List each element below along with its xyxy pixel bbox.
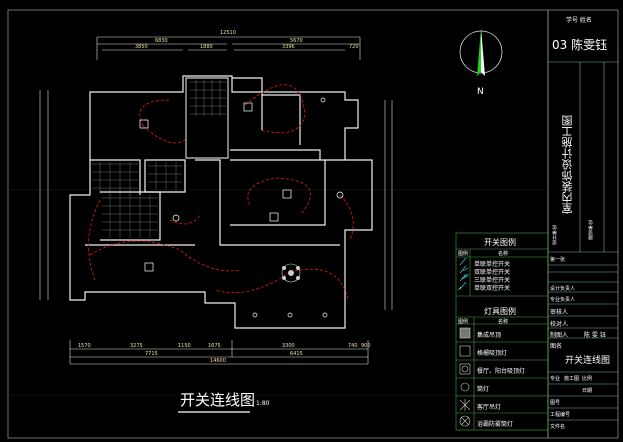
dim-bottom-seg: 1675	[208, 343, 221, 349]
date-label: 日期	[582, 388, 593, 394]
dim-top-left: 6830	[155, 38, 168, 44]
legend-header: 图例	[458, 319, 469, 325]
drawing-frame	[7, 9, 619, 439]
living-room-chandelier-icon	[281, 263, 301, 283]
dim-bottom-seg: 1150	[178, 343, 191, 349]
legend-header: 名称	[498, 251, 509, 257]
sheet-label: 第一张	[550, 257, 566, 263]
dim-bottom-seg: 740	[348, 343, 358, 349]
ceiling-tiles	[92, 80, 226, 238]
design-lead-label: 设计负责人	[550, 286, 576, 292]
legend-table-grid	[455, 232, 549, 431]
project-number-label: 工程编号	[550, 412, 571, 418]
light-legend-title: 灯具图例	[484, 307, 516, 316]
switch-legend-item: 单联双控开关	[474, 285, 511, 292]
drawer-label: 制图人	[550, 332, 569, 339]
project-title: 室内装饰设计施工图	[561, 115, 574, 214]
dim-bottom-seg: 1570	[78, 343, 91, 349]
drawing-name: 开关连线图	[565, 356, 611, 366]
light-legend-item: 筒灯	[477, 386, 490, 393]
dim-bottom-seg: 3300	[282, 343, 295, 349]
north-label: N	[477, 87, 484, 97]
reviewer-label: 审核人	[550, 309, 569, 316]
switch-legend-item: 双联单控开关	[474, 269, 511, 276]
switch-legend-item: 单联单控开关	[474, 261, 511, 268]
dim-bottom-left: 7715	[145, 351, 158, 357]
dim-top-seg: 1880	[200, 44, 213, 50]
design-unit-label: 设计单位	[552, 225, 558, 245]
discipline-label: 专业	[550, 376, 561, 382]
dim-top-total: 12510	[220, 30, 236, 36]
switch-legend-item: 三联单控开关	[474, 277, 511, 284]
light-legend-item: 客厅吊灯	[477, 404, 502, 411]
drawer-name: 陈 雯 钰	[584, 332, 606, 339]
dim-bottom-right: 6415	[290, 351, 303, 357]
dim-bottom-seg: 900	[361, 343, 371, 349]
discipline-value: 施工图	[564, 376, 580, 382]
floor-plan-walls	[69, 75, 373, 329]
legend-header: 图例	[458, 251, 469, 257]
dim-top-right: 5670	[290, 38, 303, 44]
switch-legend-title: 开关图例	[484, 238, 516, 247]
dim-top-seg: 3850	[135, 44, 148, 50]
switch-wiring	[88, 84, 354, 301]
drawing-number-label: 图号	[550, 400, 561, 406]
light-legend-item: 餐厅、阳台吸顶灯	[477, 368, 526, 375]
north-arrow-icon	[459, 28, 503, 76]
discipline-lead-label: 专业负责人	[550, 297, 576, 303]
light-fixtures	[139, 97, 344, 318]
checker-label: 校对人	[550, 321, 569, 328]
dim-top-seg: 3396	[282, 44, 295, 50]
file-name-label: 文件名	[550, 424, 566, 430]
dim-bottom-seg: 3275	[130, 343, 143, 349]
scale-label: 比例	[582, 376, 593, 382]
legend-header: 名称	[498, 319, 509, 325]
light-legend-item: 浴霸防雾筒灯	[477, 421, 514, 428]
drawing-title: 开关连线图	[180, 391, 256, 409]
switch-legend-icons	[457, 257, 470, 291]
dimension-lines	[39, 36, 393, 365]
title-block-grid	[548, 61, 618, 421]
drawing-scale: 1:80	[256, 400, 270, 407]
drawing-name-label: 图名	[550, 343, 563, 350]
light-legend-item: 集成吊顶	[477, 332, 502, 339]
dim-bottom-total: 14600	[210, 358, 226, 364]
dim-top-seg: 720	[349, 44, 359, 50]
client-unit-label: 建设单位	[588, 220, 594, 240]
light-legend-item: 格栅吸顶灯	[477, 350, 508, 357]
student-name: 03 陈雯钰	[552, 38, 608, 52]
title-block-header: 学号 姓名	[566, 17, 592, 24]
light-legend-icons	[459, 327, 471, 427]
